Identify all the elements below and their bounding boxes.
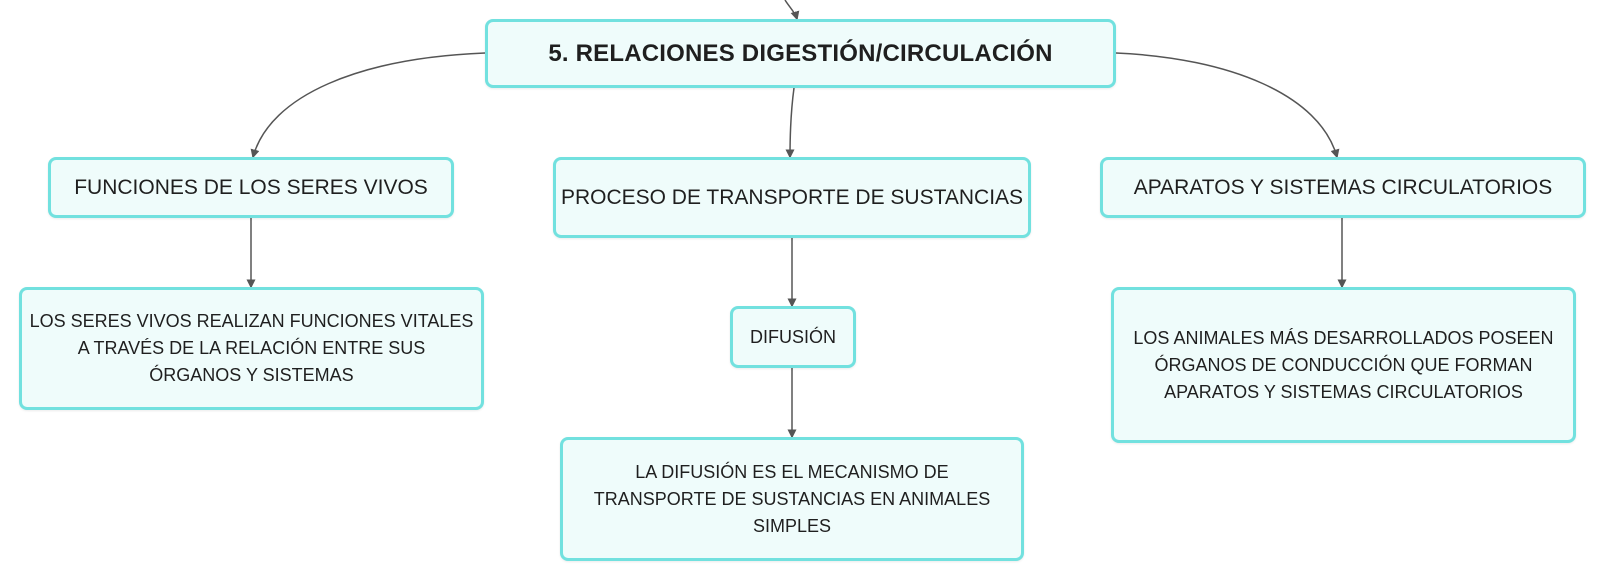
subtopic-line: ÓRGANOS DE CONDUCCIÓN QUE FORMAN: [1154, 354, 1533, 375]
topic-proceso-transporte[interactable]: PROCESO DE TRANSPORTE DE SUSTANCIAS: [553, 157, 1031, 238]
connector-root-funciones: [250, 52, 486, 159]
subtopic-line: A TRAVÉS DE LA RELACIÓN ENTRE SUS: [77, 338, 426, 358]
topic-aparatos-label: APARATOS Y SISTEMAS CIRCULATORIOS: [1133, 176, 1553, 199]
subtopic-animales-detail[interactable]: LOS ANIMALES MÁS DESARROLLADOS POSEEN ÓR…: [1111, 287, 1576, 443]
root-topic[interactable]: 5. RELACIONES DIGESTIÓN/CIRCULACIÓN: [485, 19, 1116, 88]
subtopic-seres-vivos-detail[interactable]: LOS SERES VIVOS REALIZAN FUNCIONES VITAL…: [19, 287, 484, 410]
subtopic-line: LOS ANIMALES MÁS DESARROLLADOS POSEEN: [1133, 327, 1554, 348]
subtopic-line: LA DIFUSIÓN ES EL MECANISMO DE: [635, 461, 949, 482]
root-topic-label: 5. RELACIONES DIGESTIÓN/CIRCULACIÓN: [548, 40, 1053, 67]
subtopic-line: SIMPLES: [752, 515, 831, 536]
topic-funciones-seres-vivos[interactable]: FUNCIONES DE LOS SERES VIVOS: [48, 157, 454, 218]
subtopic-difusion[interactable]: DIFUSIÓN: [730, 306, 856, 368]
subtopic-line: LOS SERES VIVOS REALIZAN FUNCIONES VITAL…: [29, 311, 474, 331]
connector-incoming-root: [784, 0, 800, 21]
subtopic-line: ÓRGANOS Y SISTEMAS: [149, 365, 354, 385]
subtopic-difusion-detail[interactable]: LA DIFUSIÓN ES EL MECANISMO DE TRANSPORT…: [560, 437, 1024, 561]
subtopic-line: TRANSPORTE DE SUSTANCIAS EN ANIMALES: [593, 488, 991, 509]
topic-aparatos-sistemas[interactable]: APARATOS Y SISTEMAS CIRCULATORIOS: [1100, 157, 1586, 218]
connector-root-aparatos: [1115, 52, 1340, 159]
connector-root-proceso: [785, 87, 795, 159]
subtopic-line: APARATOS Y SISTEMAS CIRCULATORIOS: [1164, 381, 1523, 402]
subtopic-difusion-label: DIFUSIÓN: [749, 326, 836, 347]
topic-proceso-label: PROCESO DE TRANSPORTE DE SUSTANCIAS: [560, 186, 1024, 209]
topic-funciones-label: FUNCIONES DE LOS SERES VIVOS: [74, 176, 428, 199]
